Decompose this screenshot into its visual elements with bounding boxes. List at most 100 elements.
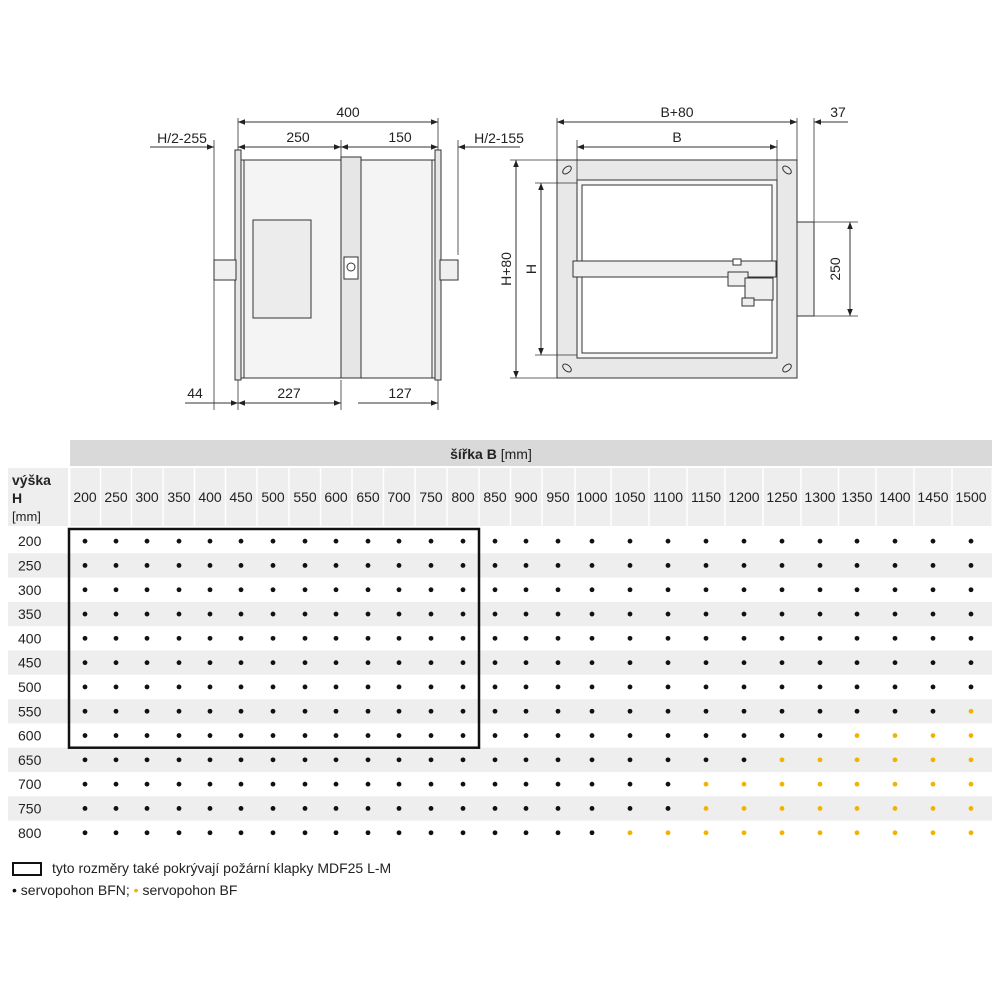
availability-dot-bfn [854, 587, 860, 593]
availability-dot-bfn [396, 757, 402, 763]
availability-dot-bfn [492, 708, 498, 714]
dim-inner-width: B [672, 129, 681, 145]
availability-dot-bfn [779, 708, 785, 714]
availability-dot-bfn [523, 781, 529, 787]
availability-dot-bfn [333, 830, 339, 836]
availability-dot-bfn [665, 538, 671, 544]
availability-dot-bfn [207, 660, 213, 666]
availability-dot-bf [741, 830, 747, 836]
availability-dot-bfn [176, 563, 182, 568]
legend-box-row: tyto rozměry také pokrývají požární klap… [12, 860, 391, 876]
availability-dot-bfn [555, 563, 561, 568]
dim-actuator-height: 250 [827, 257, 843, 281]
availability-dot-bfn [176, 757, 182, 763]
width-label: 1150 [691, 489, 721, 505]
availability-dot-bfn [144, 733, 150, 738]
width-label: 1000 [576, 489, 607, 505]
availability-dot-bfn [627, 635, 633, 641]
width-header-cell [914, 468, 952, 526]
availability-dot-bf [779, 781, 785, 787]
availability-dot-bfn [968, 660, 974, 666]
width-header-cell [289, 468, 320, 526]
availability-dot-bfn [238, 538, 244, 544]
availability-dot-bf [854, 757, 860, 763]
availability-dot-bfn [238, 660, 244, 666]
header-band [70, 440, 992, 466]
availability-dot-bfn [627, 611, 633, 617]
availability-dot-bfn [207, 563, 213, 568]
availability-dot-bf [817, 757, 823, 763]
availability-dot-bfn [627, 781, 633, 787]
availability-dot-bfn [82, 830, 88, 836]
availability-dot-bfn [703, 587, 709, 593]
width-header-cell [101, 468, 131, 526]
table-row-stripe [8, 699, 992, 724]
availability-dot-bfn [741, 757, 747, 763]
availability-dot-bfn [854, 635, 860, 641]
width-header-cell [352, 468, 383, 526]
availability-dot-bfn [302, 757, 308, 763]
availability-dot-bfn [207, 611, 213, 617]
availability-dot-bfn [396, 684, 402, 690]
width-label: 1350 [841, 489, 872, 505]
availability-dot-bfn [854, 563, 860, 568]
availability-dot-bfn [270, 830, 276, 836]
availability-dot-bfn [302, 587, 308, 593]
availability-dot-bfn [238, 757, 244, 763]
height-label: 350 [18, 606, 42, 622]
width-header-cell [132, 468, 163, 526]
width-label: 1300 [804, 489, 835, 505]
availability-dot-bfn [365, 830, 371, 836]
dim-segment-right: 150 [388, 129, 412, 145]
availability-dot-bf [779, 830, 785, 836]
availability-dot-bfn [428, 587, 434, 593]
dim-inner-height: H [523, 264, 539, 274]
availability-dot-bf [968, 781, 974, 787]
availability-dot-bfn [396, 660, 402, 666]
availability-dot-bfn [555, 830, 561, 836]
availability-dot-bfn [144, 684, 150, 690]
availability-dot-bfn [665, 733, 671, 738]
availability-dot-bfn [854, 538, 860, 544]
width-header-cell [876, 468, 914, 526]
availability-dot-bfn [428, 806, 434, 811]
mdf25-coverage-box [67, 527, 481, 749]
availability-dot-bf [703, 830, 709, 836]
availability-dot-bfn [333, 781, 339, 787]
availability-dot-bfn [207, 830, 213, 836]
availability-dot-bfn [113, 660, 119, 666]
availability-dot-bfn [270, 806, 276, 811]
availability-dot-bfn [492, 587, 498, 593]
availability-dot-bfn [665, 781, 671, 787]
availability-dot-bfn [589, 587, 595, 593]
availability-dot-bf [930, 830, 936, 836]
availability-dot-bfn [333, 757, 339, 763]
availability-dot-bfn [428, 757, 434, 763]
availability-dot-bfn [302, 660, 308, 666]
availability-dot-bfn [779, 611, 785, 617]
availability-dot-bfn [892, 660, 898, 666]
width-header-cell [163, 468, 194, 526]
availability-dot-bfn [492, 806, 498, 811]
availability-dot-bfn [817, 684, 823, 690]
availability-dot-bfn [492, 781, 498, 787]
availability-dot-bfn [82, 781, 88, 787]
availability-dot-bfn [968, 587, 974, 593]
availability-dot-bfn [741, 708, 747, 714]
availability-dot-bfn [492, 757, 498, 763]
availability-dot-bfn [207, 757, 213, 763]
availability-dot-bfn [428, 611, 434, 617]
width-label: 1100 [653, 489, 683, 505]
availability-dot-bfn [703, 635, 709, 641]
dim-outer-width: B+80 [660, 104, 693, 120]
availability-dot-bf [968, 830, 974, 836]
width-header-cell [839, 468, 876, 526]
availability-dot-bfn [523, 660, 529, 666]
availability-dot-bfn [144, 830, 150, 836]
availability-dot-bfn [428, 635, 434, 641]
availability-dot-bfn [460, 587, 466, 593]
availability-dot-bfn [238, 733, 244, 738]
legend-box-swatch [12, 862, 42, 876]
availability-dot-bfn [176, 538, 182, 544]
availability-dot-bfn [333, 806, 339, 811]
